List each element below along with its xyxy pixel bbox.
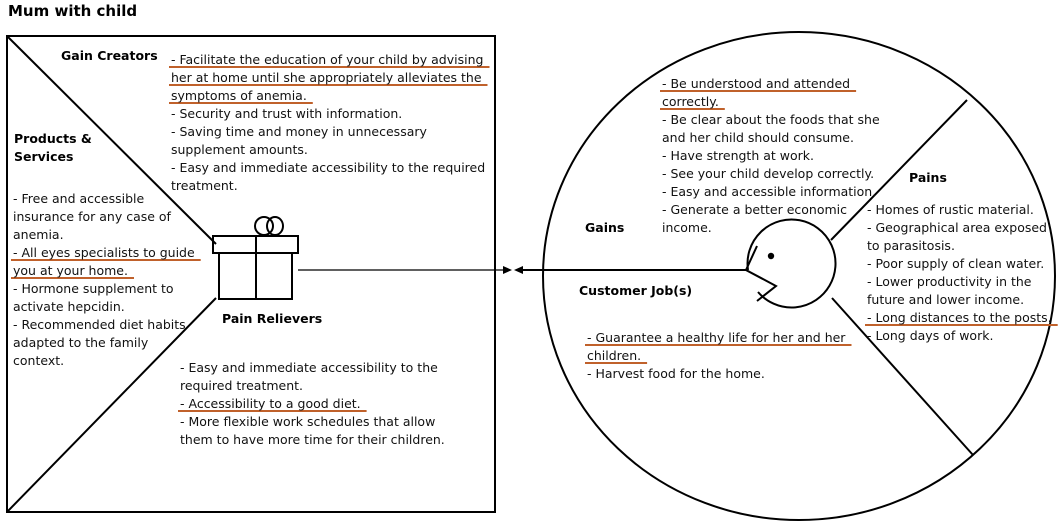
underline-marks bbox=[11, 66, 1058, 412]
pain-reliever-item: them to have more time for their childre… bbox=[180, 432, 445, 447]
product-service-item: anemia. bbox=[13, 227, 64, 242]
pain-item: - Long days of work. bbox=[867, 328, 994, 343]
pain-reliever-item: - Accessibility to a good diet. bbox=[180, 396, 361, 411]
customer-face-icon bbox=[744, 218, 837, 309]
gain-item: - Be understood and attended bbox=[662, 76, 851, 91]
value-map-square bbox=[6, 35, 496, 513]
gains-label: Gains bbox=[585, 220, 625, 235]
gain-creator-item: - Saving time and money in unnecessary bbox=[171, 124, 427, 139]
gain-creator-item: symptoms of anemia. bbox=[171, 88, 307, 103]
product-service-item: adapted to the family bbox=[13, 335, 149, 350]
pain-relievers-label: Pain Relievers bbox=[222, 311, 323, 326]
gain-item: - Easy and accessible information. bbox=[662, 184, 877, 199]
gift-icon bbox=[212, 216, 299, 300]
gain-creators-list: - Facilitate the education of your child… bbox=[171, 51, 485, 195]
pain-relievers-list: - Easy and immediate accessibility to th… bbox=[180, 359, 445, 449]
pain-item: to parasitosis. bbox=[867, 238, 955, 253]
pain-item: - Lower productivity in the bbox=[867, 274, 1032, 289]
products-services-label: Products & Services bbox=[14, 130, 92, 166]
gain-item: - Have strength at work. bbox=[662, 148, 814, 163]
pain-reliever-item: - More flexible work schedules that allo… bbox=[180, 414, 436, 429]
gain-creators-label: Gain Creators bbox=[61, 48, 158, 63]
gain-creator-item: - Facilitate the education of your child… bbox=[171, 52, 484, 67]
gain-creator-item: - Easy and immediate accessibility to th… bbox=[171, 160, 486, 175]
pain-item: - Geographical area exposed bbox=[867, 220, 1047, 235]
pain-item: - Long distances to the posts. bbox=[867, 310, 1052, 325]
page-title: Mum with child bbox=[8, 2, 138, 20]
square-diagonal-top bbox=[6, 35, 217, 245]
product-service-item: - Free and accessible bbox=[13, 191, 145, 206]
customer-jobs-list: - Guarantee a healthy life for her and h… bbox=[587, 329, 845, 383]
circle-divider-bottom bbox=[831, 297, 974, 456]
product-service-item: activate hepcidin. bbox=[13, 299, 125, 314]
pain-item: future and lower income. bbox=[867, 292, 1025, 307]
pains-list: - Homes of rustic material. - Geographic… bbox=[867, 201, 1052, 345]
product-service-item: - Hormone supplement to bbox=[13, 281, 174, 296]
gain-item: - Be clear about the foods that she bbox=[662, 112, 880, 127]
customer-job-item: - Guarantee a healthy life for her and h… bbox=[587, 330, 846, 345]
square-diagonal-bottom bbox=[6, 297, 217, 513]
gain-item: - See your child develop correctly. bbox=[662, 166, 875, 181]
gains-list: - Be understood and attended correctly. … bbox=[662, 75, 880, 237]
customer-job-item: - Harvest food for the home. bbox=[587, 366, 765, 381]
products-services-label-line: Products & bbox=[14, 131, 92, 146]
gain-item: income. bbox=[662, 220, 712, 235]
product-service-item: you at your home. bbox=[13, 263, 128, 278]
customer-jobs-label: Customer Job(s) bbox=[579, 283, 693, 298]
pain-reliever-item: required treatment. bbox=[180, 378, 304, 393]
pain-item: - Homes of rustic material. bbox=[867, 202, 1034, 217]
gain-item: and her child should consume. bbox=[662, 130, 854, 145]
gain-creator-item: - Security and trust with information. bbox=[171, 106, 403, 121]
customer-profile-circle bbox=[542, 31, 1056, 521]
pain-reliever-item: - Easy and immediate accessibility to th… bbox=[180, 360, 438, 375]
double-arrow-connector bbox=[298, 266, 748, 274]
gain-item: correctly. bbox=[662, 94, 719, 109]
gain-creator-item: supplement amounts. bbox=[171, 142, 308, 157]
product-service-item: - All eyes specialists to guide bbox=[13, 245, 195, 260]
product-service-item: - Recommended diet habits bbox=[13, 317, 186, 332]
product-service-item: insurance for any case of bbox=[13, 209, 171, 224]
circle-divider-top bbox=[830, 99, 968, 241]
customer-job-item: children. bbox=[587, 348, 642, 363]
gain-creator-item: her at home until she appropriately alle… bbox=[171, 70, 482, 85]
gain-item: - Generate a better economic bbox=[662, 202, 848, 217]
products-services-list: - Free and accessible insurance for any … bbox=[13, 190, 195, 370]
products-services-label-line: Services bbox=[14, 149, 74, 164]
product-service-item: context. bbox=[13, 353, 65, 368]
pains-label: Pains bbox=[909, 170, 947, 185]
pain-item: - Poor supply of clean water. bbox=[867, 256, 1045, 271]
gain-creator-item: treatment. bbox=[171, 178, 238, 193]
